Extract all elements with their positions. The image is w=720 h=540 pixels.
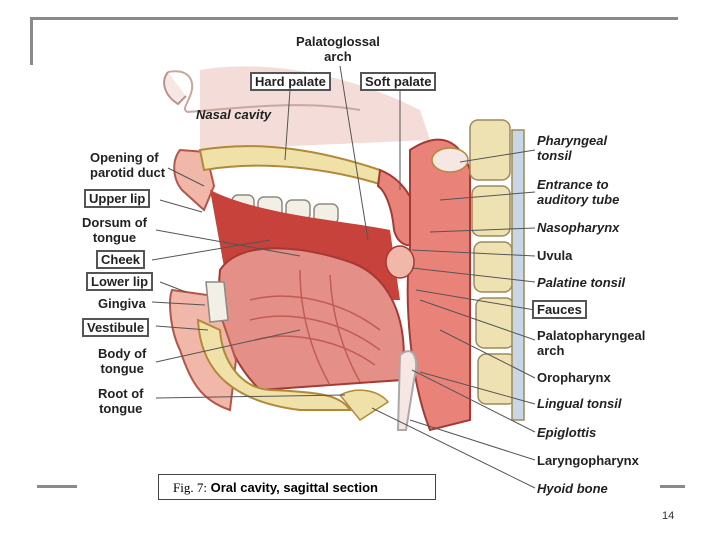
label-lingual-tonsil: Lingual tonsil xyxy=(537,396,622,411)
mandible xyxy=(196,318,352,411)
label-vestibule: Vestibule xyxy=(82,318,150,337)
label-pharyngeal-tonsil: Pharyngeal tonsil xyxy=(537,133,608,163)
tongue-fibres xyxy=(249,269,381,386)
label-gingiva: Gingiva xyxy=(98,296,146,311)
epiglottis-shape xyxy=(396,350,418,431)
label-hard-palate: Hard palate xyxy=(250,72,331,91)
nose-tip xyxy=(163,71,187,106)
label-entrance-auditory-tube: Entrance to auditory tube xyxy=(537,177,620,207)
label-uvula: Uvula xyxy=(537,248,573,263)
page-number: 14 xyxy=(662,510,675,522)
vertebral-column xyxy=(469,119,525,421)
pharynx xyxy=(406,138,471,432)
caption-title: Oral cavity, sagittal section xyxy=(210,480,378,495)
label-palatine-tonsil: Palatine tonsil xyxy=(537,275,626,290)
label-nasopharynx: Nasopharynx xyxy=(537,220,620,235)
palatine-tonsil-shape xyxy=(385,245,415,279)
slide-frame-left xyxy=(30,17,33,65)
label-fauces: Fauces xyxy=(532,300,587,319)
label-palatoglossal-arch: Palatoglossal arch xyxy=(296,34,380,64)
leader-lines xyxy=(151,65,536,489)
label-dorsum-of-tongue: Dorsum of tongue xyxy=(82,215,147,245)
caption-fig-number: Fig. 7: xyxy=(173,480,207,495)
label-oropharynx: Oropharynx xyxy=(537,370,611,385)
label-upper-lip: Upper lip xyxy=(84,189,151,208)
label-palatopharyngeal-arch: Palatopharyngeal arch xyxy=(537,328,646,358)
hyoid-shape xyxy=(338,389,390,421)
label-soft-palate: Soft palate xyxy=(360,72,437,91)
pharyngeal-tonsil-shape xyxy=(431,147,469,173)
label-cheek: Cheek xyxy=(96,250,146,269)
label-nasal-cavity: Nasal cavity xyxy=(196,107,272,122)
figure-caption: Fig. 7: Oral cavity, sagittal section xyxy=(158,474,436,500)
label-epiglottis: Epiglottis xyxy=(537,425,597,440)
label-body-of-tongue: Body of tongue xyxy=(98,346,147,376)
label-lower-lip: Lower lip xyxy=(86,272,154,291)
label-laryngopharynx: Laryngopharynx xyxy=(537,453,639,468)
slide-rule-right xyxy=(660,485,685,488)
slide-rule-left xyxy=(37,485,77,488)
slide-frame-top xyxy=(30,17,678,20)
lower-tooth xyxy=(205,281,229,323)
nasal-outline xyxy=(167,70,361,114)
label-hyoid-bone: Hyoid bone xyxy=(537,481,608,496)
label-root-of-tongue: Root of tongue xyxy=(98,386,144,416)
label-opening-parotid-duct: Opening of parotid duct xyxy=(90,150,166,180)
